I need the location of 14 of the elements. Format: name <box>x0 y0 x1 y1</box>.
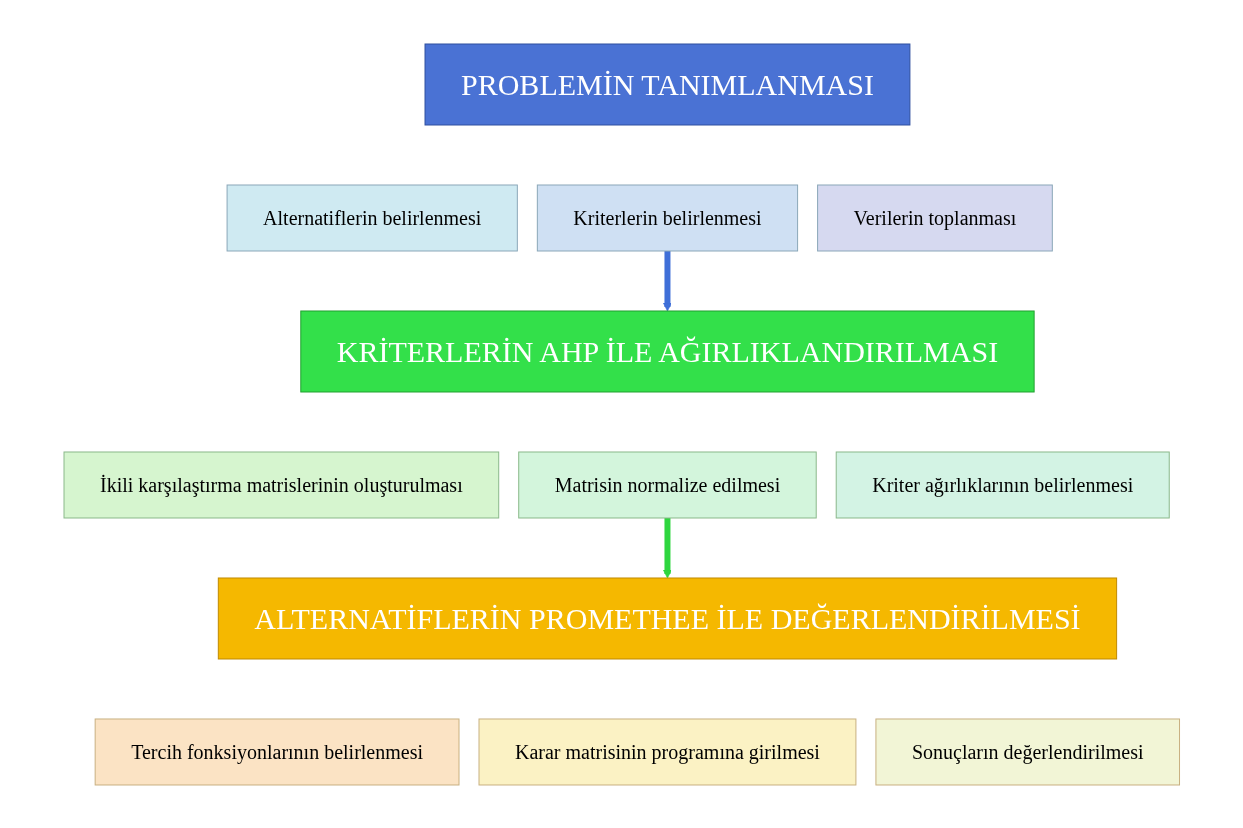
node-box: Tercih fonksiyonlarının belirlenmesi <box>94 718 460 785</box>
node-box: Kriter ağırlıklarının belirlenmesi <box>835 451 1170 518</box>
node-box: ALTERNATİFLERİN PROMETHEE İLE DEĞERLENDİRİLMESİ <box>217 577 1117 659</box>
node-box: Alternatiflerin belirlenmesi <box>226 184 518 251</box>
node-box: Matrisin normalize edilmesi <box>517 451 817 518</box>
node-box: Verilerin toplanması <box>816 184 1053 251</box>
node-box: KRİTERLERİN AHP İLE AĞIRLIKLANDIRILMASI <box>300 310 1035 392</box>
node-box: Karar matrisinin programına girilmesi <box>478 718 857 785</box>
arrow <box>662 250 672 311</box>
node-box: PROBLEMİN TANIMLANMASI <box>424 43 911 125</box>
node-box: Sonuçların değerlendirilmesi <box>875 718 1180 785</box>
node-box: İkili karşılaştırma matrislerinin oluşturulması <box>63 451 499 518</box>
arrow <box>662 517 672 578</box>
node-box: Kriterlerin belirlenmesi <box>536 184 798 251</box>
